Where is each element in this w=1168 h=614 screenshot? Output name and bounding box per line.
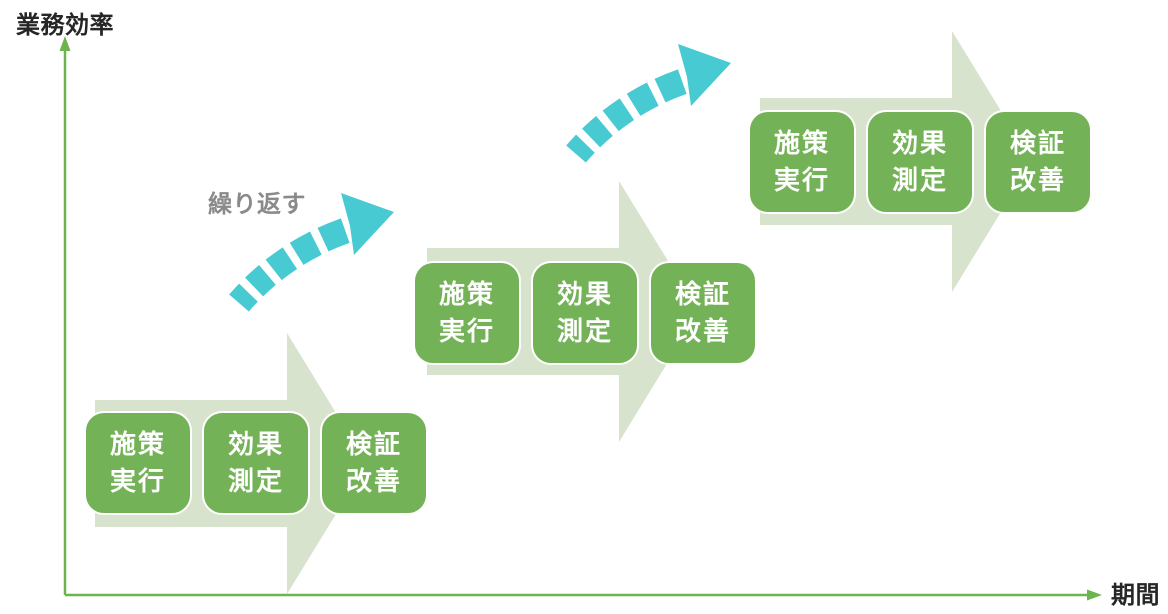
step-label-line: 実行 bbox=[109, 466, 166, 496]
cycle1-step1-box: 施策 実行 bbox=[84, 411, 192, 515]
step-label-line: 測定 bbox=[891, 165, 948, 195]
cycle3-step2-box: 効果 測定 bbox=[866, 110, 974, 214]
cycle3-step1-box: 施策 実行 bbox=[748, 110, 856, 214]
step-label-line: 効果 bbox=[227, 429, 284, 459]
y-axis-label: 業務効率 bbox=[16, 12, 114, 39]
cycle2-step3-box: 検証 改善 bbox=[649, 261, 757, 365]
step-label-line: 改善 bbox=[674, 316, 731, 346]
repeat-arrow-2-icon bbox=[566, 44, 731, 163]
repeat-arrow-2-head bbox=[678, 44, 731, 106]
cycle2-step2-box: 効果 測定 bbox=[531, 261, 639, 365]
cycle1-step3-box: 検証 改善 bbox=[320, 411, 428, 515]
step-label-line: 効果 bbox=[556, 279, 613, 309]
step-label-line: 改善 bbox=[345, 466, 402, 496]
step-label-line: 測定 bbox=[556, 316, 613, 346]
repeat-arrow-1-head bbox=[341, 193, 394, 255]
repeat-arrow-2-dashes bbox=[566, 68, 689, 163]
cycle3-step3-box: 検証 改善 bbox=[984, 110, 1092, 214]
step-label-line: 測定 bbox=[227, 466, 284, 496]
cycle1-step2-box: 効果 測定 bbox=[202, 411, 310, 515]
step-label-line: 改善 bbox=[1009, 165, 1066, 195]
step-label-line: 検証 bbox=[674, 279, 731, 309]
step-label-line: 施策 bbox=[438, 279, 495, 309]
x-axis-arrowhead-icon bbox=[1087, 589, 1102, 601]
cycle2-step1-box: 施策 実行 bbox=[413, 261, 521, 365]
step-label-line: 効果 bbox=[891, 128, 948, 158]
step-label-line: 検証 bbox=[345, 429, 402, 459]
repeat-annotation: 繰り返す bbox=[208, 191, 306, 218]
step-label-line: 実行 bbox=[438, 316, 495, 346]
step-label-line: 検証 bbox=[1009, 128, 1066, 158]
y-axis-arrowhead-icon bbox=[59, 36, 71, 51]
step-label-line: 施策 bbox=[109, 429, 166, 459]
step-label-line: 施策 bbox=[773, 128, 830, 158]
step-label-line: 実行 bbox=[773, 165, 830, 195]
x-axis-label: 期間 bbox=[1111, 582, 1160, 609]
repeat-arrow-1-dashes bbox=[229, 217, 352, 312]
repeat-arrow-1-icon bbox=[229, 193, 394, 312]
